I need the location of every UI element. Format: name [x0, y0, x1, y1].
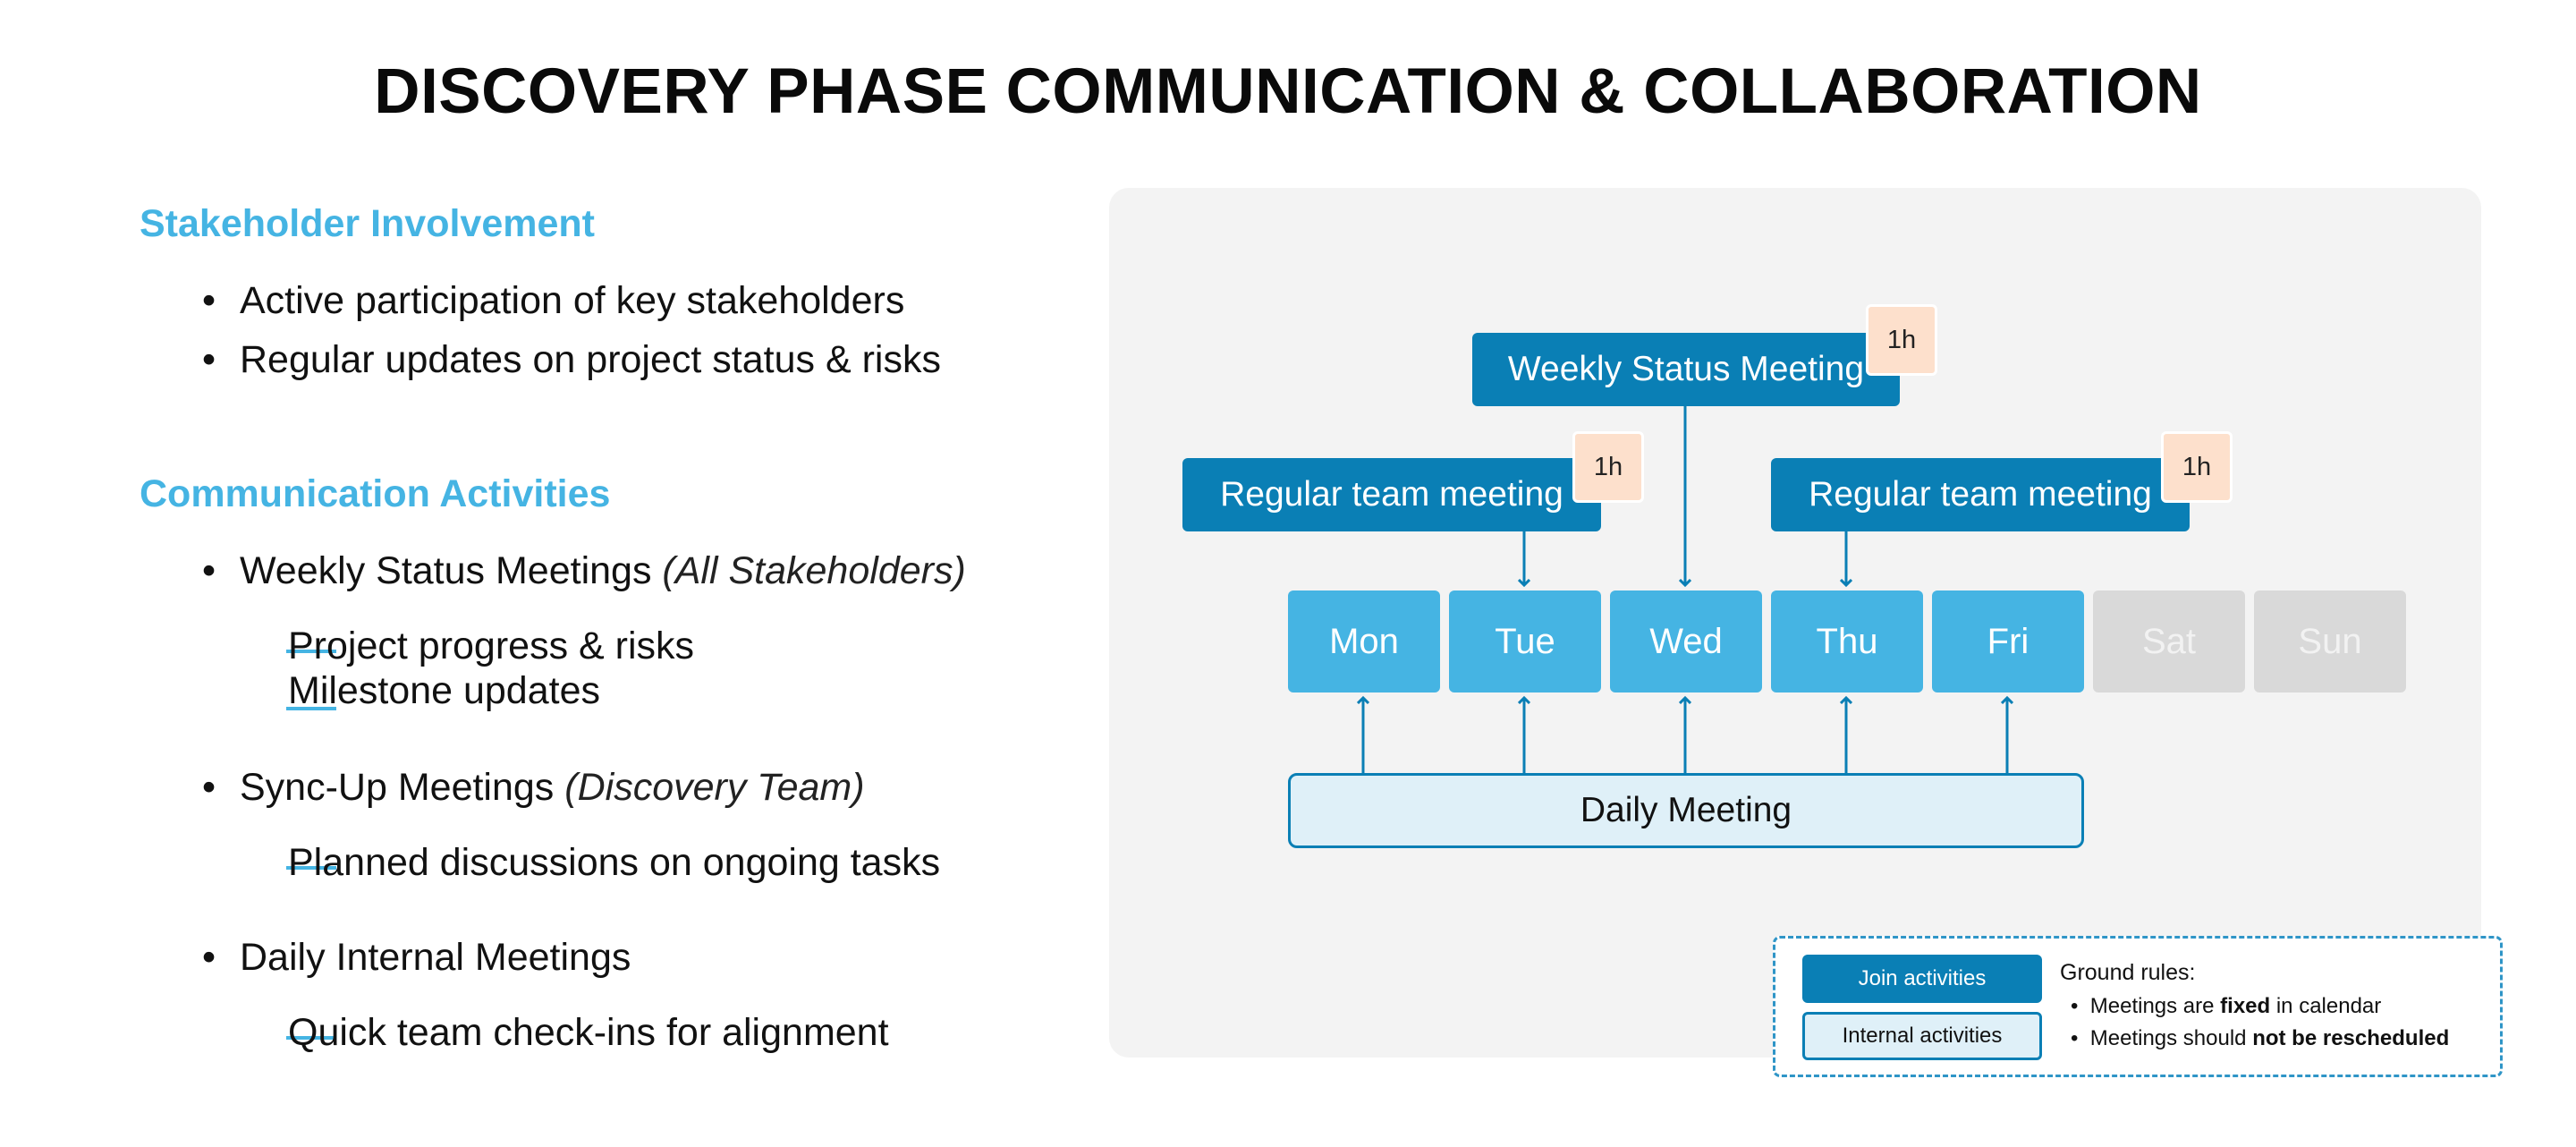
dash-marker	[286, 866, 336, 870]
dash-marker	[286, 650, 336, 653]
activity-subitem: Planned discussions on ongoing tasks	[288, 841, 941, 884]
stakeholder-bullet: •Active participation of key stakeholder…	[202, 279, 905, 322]
bullet-dot: •	[202, 279, 216, 322]
ground-rule-2: • Meetings should not be rescheduled	[2071, 1026, 2450, 1050]
bullet-dot: •	[202, 549, 216, 592]
stakeholder-heading: Stakeholder Involvement	[140, 202, 595, 245]
day-tue: Tue	[1449, 590, 1601, 692]
day-fri: Fri	[1932, 590, 2084, 692]
activity-subitem: Project progress & risks	[288, 624, 695, 667]
day-thu: Thu	[1771, 590, 1923, 692]
legend-join-activities: Join activities	[1802, 955, 2042, 1003]
activity-subitem: Quick team check-ins for alignment	[288, 1011, 889, 1054]
page-title: DISCOVERY PHASE COMMUNICATION & COLLABOR…	[374, 56, 2202, 127]
team-meeting-left-box: Regular team meeting	[1182, 458, 1601, 531]
activity-item: •Daily Internal Meetings	[202, 936, 631, 979]
bullet-dot: •	[202, 766, 216, 809]
legend-box: Join activities Internal activities Grou…	[1773, 936, 2503, 1077]
day-mon: Mon	[1288, 590, 1440, 692]
weekly-status-meeting-box: Weekly Status Meeting	[1472, 333, 1900, 406]
ground-rules-heading: Ground rules:	[2060, 960, 2196, 985]
activity-subitem: Milestone updates	[288, 669, 600, 712]
day-sat: Sat	[2093, 590, 2245, 692]
dash-marker	[286, 707, 336, 710]
day-sun: Sun	[2254, 590, 2406, 692]
stakeholder-bullet: •Regular updates on project status & ris…	[202, 338, 941, 381]
team-right-duration-badge: 1h	[2161, 431, 2233, 503]
bullet-dot: •	[2071, 1026, 2090, 1050]
dash-marker	[286, 1036, 336, 1040]
communication-heading: Communication Activities	[140, 472, 611, 515]
team-meeting-right-box: Regular team meeting	[1771, 458, 2190, 531]
activity-item: •Weekly Status Meetings (All Stakeholder…	[202, 549, 966, 592]
weekly-duration-badge: 1h	[1866, 304, 1937, 376]
bullet-dot: •	[202, 338, 216, 381]
ground-rule-1: • Meetings are fixed in calendar	[2071, 994, 2382, 1018]
daily-meeting-box: Daily Meeting	[1288, 773, 2084, 848]
bullet-dot: •	[2071, 994, 2090, 1018]
bullet-dot: •	[202, 936, 216, 979]
team-left-duration-badge: 1h	[1572, 431, 1644, 503]
day-wed: Wed	[1610, 590, 1762, 692]
activity-item: •Sync-Up Meetings (Discovery Team)	[202, 766, 865, 809]
legend-internal-activities: Internal activities	[1802, 1012, 2042, 1060]
